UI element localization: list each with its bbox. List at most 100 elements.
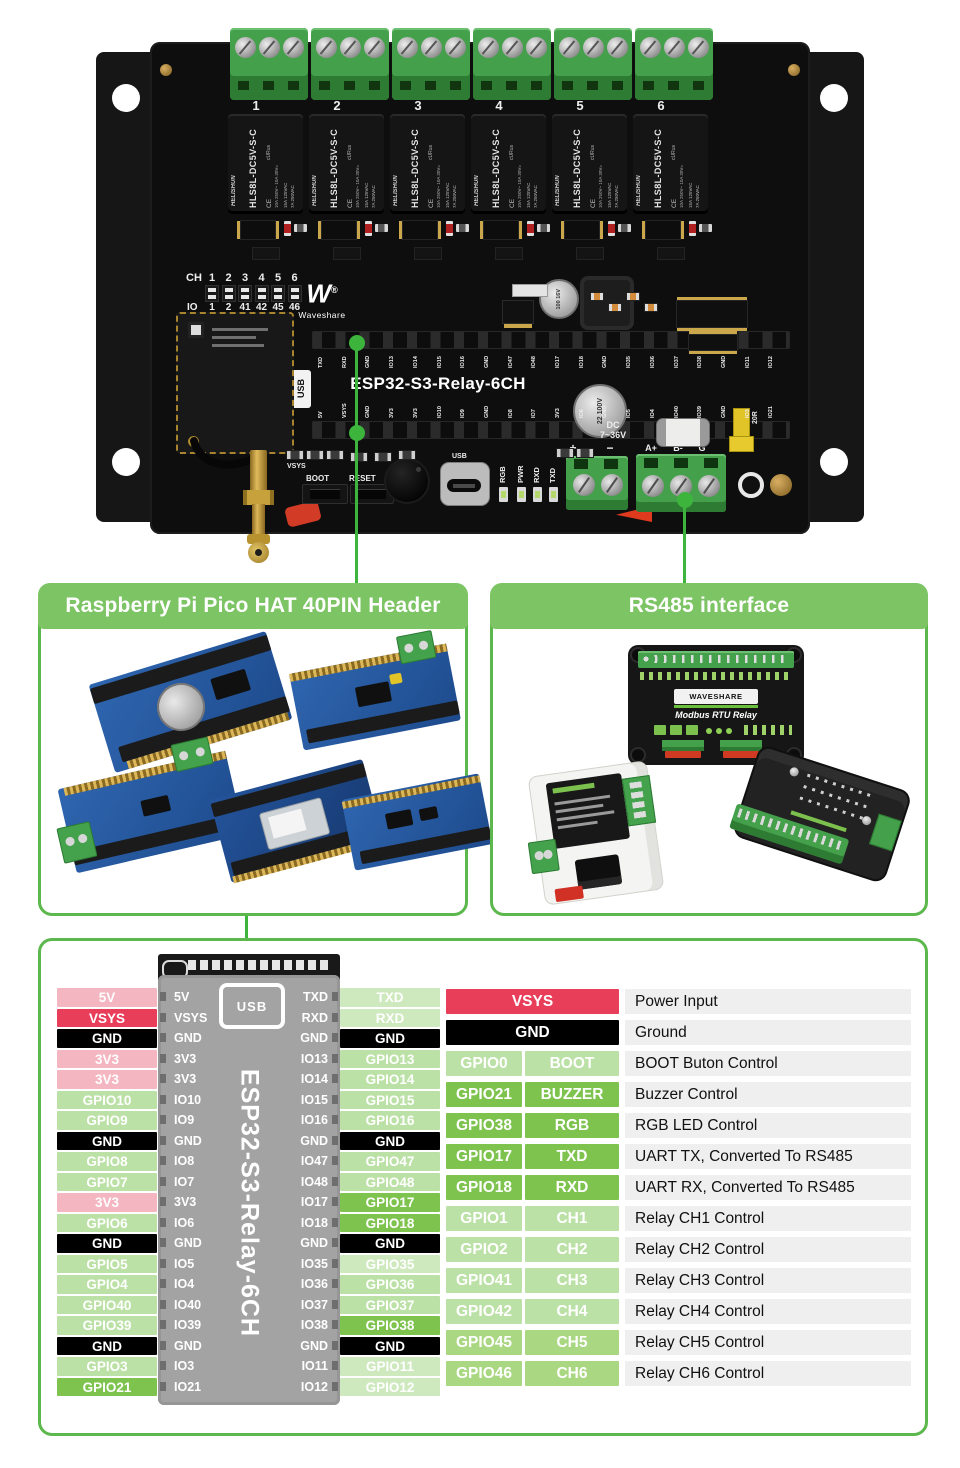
relay-spec: 10A 250V~ 10A 30V= [679, 164, 684, 208]
usb-c-port[interactable] [440, 462, 490, 506]
terminal-block [635, 28, 713, 100]
terminal-screw [559, 37, 580, 58]
edge-pad [160, 1033, 166, 1042]
terminal-screw [340, 37, 361, 58]
header-pin-label: IO3 [744, 409, 751, 418]
pin-label-gnd: GND [340, 1336, 440, 1355]
pin-label-gpio13: GPIO13 [340, 1049, 440, 1068]
ch-indicator-label: CH [186, 272, 202, 284]
relay-spec: 10A 250V~ 10A 30V= [517, 164, 522, 208]
green-terminal [395, 630, 437, 665]
bottom-terminal [662, 740, 704, 751]
edge-pad [160, 1238, 166, 1247]
smd-component [644, 303, 658, 312]
pico-hat-callout-box: Raspberry Pi Pico HAT 40PIN Header [38, 583, 493, 916]
pin-label-gpio10: GPIO10 [57, 1090, 157, 1109]
mounting-hole [820, 84, 848, 112]
chip-pin-io4: IO4 [174, 1277, 195, 1291]
edge-pad [332, 1238, 338, 1247]
relay-brand-label: HELISHUN [474, 175, 480, 206]
pin-cell: GPIO42 [446, 1299, 522, 1324]
function-cell: TXD [525, 1144, 619, 1169]
mounting-hole [820, 448, 848, 476]
edge-pad [160, 1381, 166, 1391]
terminal-slot [506, 81, 517, 90]
dc-terminal-block[interactable] [566, 456, 628, 510]
smd-component [699, 224, 712, 232]
header-pin-label: GND [365, 355, 372, 368]
callout-dot [349, 335, 365, 351]
chip-pin-3v3: 3V3 [174, 1051, 197, 1066]
relay-number: 6 [657, 98, 665, 113]
terminal-screw [502, 37, 523, 58]
pin-label-gpio40: GPIO40 [57, 1295, 157, 1314]
terminal-slot [400, 81, 411, 90]
terminal-slot [644, 458, 658, 468]
function-cell: CH1 [525, 1206, 619, 1231]
header-pin-label: GND [365, 405, 372, 418]
edge-pad [332, 1197, 338, 1206]
terminal-slot [562, 81, 573, 90]
edge-pad [160, 1279, 166, 1288]
rs485-box-title: RS485 interface [490, 583, 928, 629]
indicator-component [284, 221, 291, 236]
terminal-block [554, 28, 632, 100]
relay-spec: 7A 250VAC [290, 185, 295, 208]
chip-pad [248, 960, 256, 970]
chip-pin-gnd: GND [174, 1338, 202, 1353]
smd-component [576, 448, 594, 458]
terminal-slot [425, 81, 436, 90]
pin-cell: GPIO18 [446, 1175, 522, 1200]
green-block [686, 725, 698, 735]
chip-pin-io6: IO6 [174, 1215, 195, 1230]
relay-spec: 7A 250VAC [695, 185, 700, 208]
edge-pad [160, 1053, 166, 1063]
module-label [545, 772, 631, 849]
terminal-slot [674, 458, 688, 468]
chip-pad [212, 960, 220, 970]
fuse [656, 418, 710, 447]
terminal-screw [316, 37, 337, 58]
edge-pad [332, 1217, 338, 1227]
indicator-component [608, 221, 615, 236]
boot-button[interactable] [302, 484, 348, 504]
esp32-wroom-module [176, 312, 294, 454]
chip-pin-3v3: 3V3 [174, 1195, 197, 1209]
chip-pin-gnd: GND [174, 1236, 202, 1250]
relay-spec: 15A 125VAC [283, 182, 288, 208]
edge-pad [160, 1156, 166, 1165]
reset-button[interactable] [350, 484, 394, 504]
function-cell: CH2 [525, 1237, 619, 1262]
waveshare-logo-text: Waveshare [298, 309, 346, 320]
function-cell: RGB [525, 1113, 619, 1138]
relay-cert-mark: cURus [671, 144, 677, 160]
edge-pad [332, 1135, 338, 1145]
relay-ce-mark: CE [347, 198, 354, 208]
channel-led [287, 285, 302, 302]
pin-label-gpio35: GPIO35 [340, 1254, 440, 1273]
pin-cell: VSYS [446, 989, 619, 1014]
header-pin-label: IO14 [412, 356, 419, 368]
header-pin-label: VSYS [341, 403, 348, 418]
led-label-rxd: RXD [532, 467, 541, 483]
smd-component [626, 292, 640, 301]
edge-pad [160, 1299, 166, 1309]
ic-chip [418, 806, 439, 822]
edge-pad [332, 1258, 338, 1268]
header-pin-label: IO40 [673, 406, 680, 418]
chip-title-vertical: ESP32-S3-Relay-6CH [235, 1068, 264, 1338]
pin-label-3v3: 3V3 [57, 1070, 157, 1089]
led-pwr [517, 487, 526, 502]
pin-label-gpio6: GPIO6 [57, 1213, 157, 1232]
header-pin-label: IO12 [768, 356, 775, 368]
chip-pad [200, 960, 208, 970]
relay-ce-mark: CE [671, 198, 678, 208]
optocoupler-ic [483, 220, 519, 240]
header-pin-label: GND [720, 405, 727, 418]
